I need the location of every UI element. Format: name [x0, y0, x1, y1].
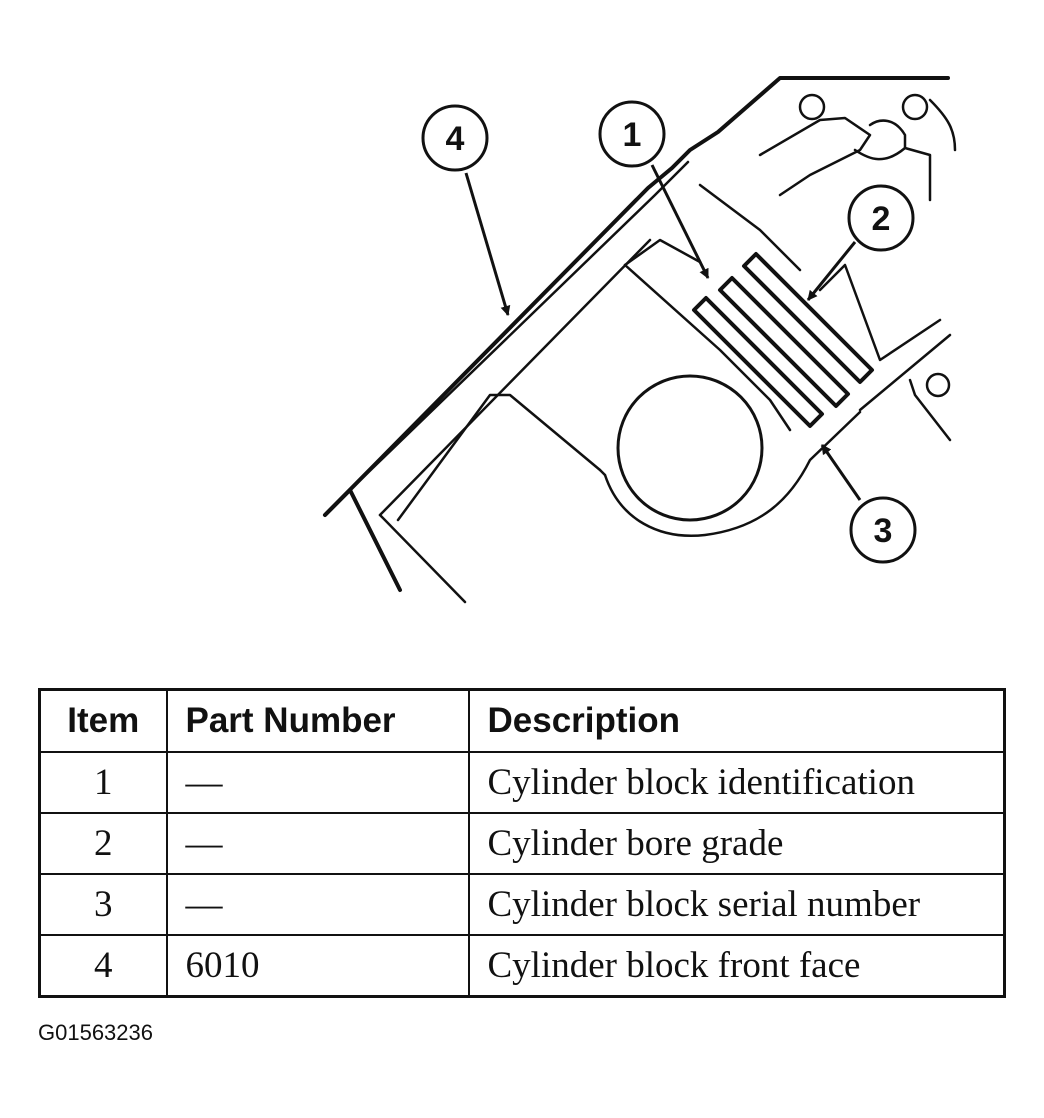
table-row: 3 — Cylinder block serial number — [38, 873, 1006, 936]
leader-line-1 — [650, 164, 710, 279]
figure-id: G01563236 — [38, 1020, 153, 1045]
header-part-number: Part Number — [165, 688, 470, 753]
callout-2: 2 — [847, 184, 915, 252]
cell-item: 1 — [38, 751, 168, 814]
table-row: 4 6010 Cylinder block front face — [38, 934, 1006, 998]
leader-lines — [464, 164, 862, 501]
table-row: 2 — Cylinder bore grade — [38, 812, 1006, 875]
cell-item: 3 — [38, 873, 168, 936]
cell-description: Cylinder block serial number — [467, 873, 1006, 936]
cell-part-number: — — [165, 873, 470, 936]
callout-1-label: 1 — [623, 116, 642, 154]
cylinder-block-diagram: 1 2 3 4 — [323, 76, 957, 604]
cell-item: 2 — [38, 812, 168, 875]
callout-4: 4 — [421, 104, 489, 172]
callout-1: 1 — [598, 100, 666, 168]
cell-description: Cylinder bore grade — [467, 812, 1006, 875]
block-outline — [323, 76, 957, 604]
cell-part-number: — — [165, 751, 470, 814]
cell-item: 4 — [38, 934, 168, 998]
leader-line-2 — [806, 241, 857, 301]
header-item: Item — [38, 688, 168, 753]
header-description: Description — [467, 688, 1006, 753]
cell-part-number: — — [165, 812, 470, 875]
parts-table: Item Part Number Description 1 — Cylinde… — [38, 688, 1006, 998]
leader-line-3 — [820, 444, 862, 501]
callout-4-label: 4 — [446, 120, 465, 158]
table-header-row: Item Part Number Description — [38, 688, 1006, 753]
callout-3: 3 — [849, 496, 917, 564]
cell-part-number: 6010 — [165, 934, 470, 998]
table-row: 1 — Cylinder block identification — [38, 751, 1006, 814]
cell-description: Cylinder block identification — [467, 751, 1006, 814]
callout-3-label: 3 — [874, 512, 893, 550]
cell-description: Cylinder block front face — [467, 934, 1006, 998]
leader-line-4 — [464, 172, 511, 316]
callout-2-label: 2 — [872, 200, 891, 238]
